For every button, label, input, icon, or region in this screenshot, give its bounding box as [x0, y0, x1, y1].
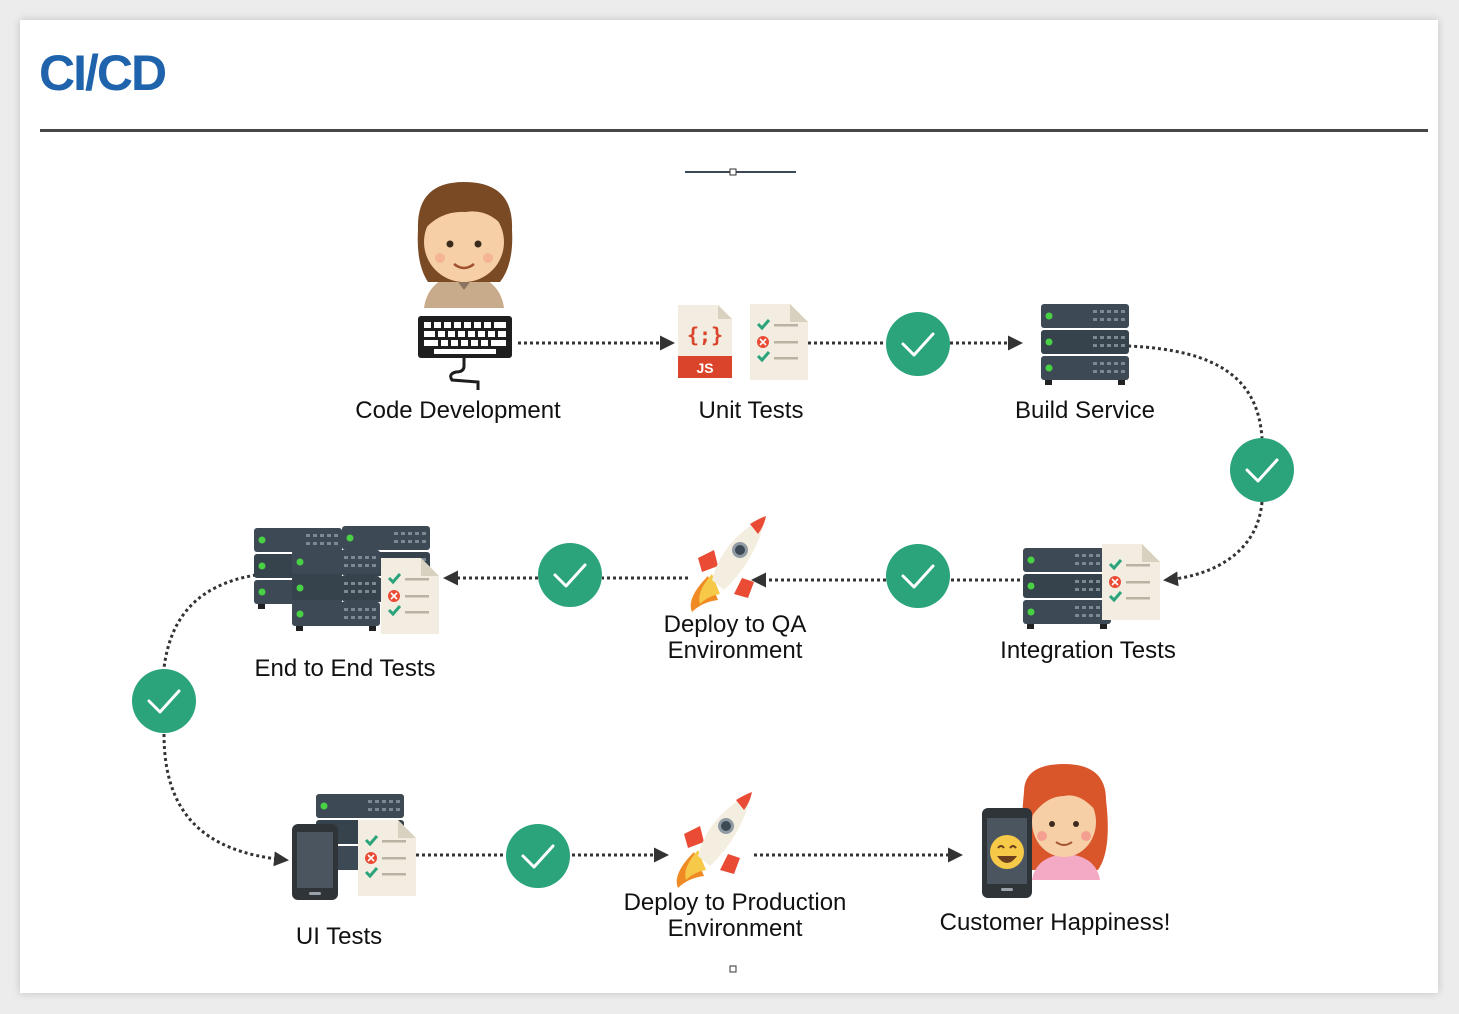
smartphone-icon-ui — [292, 824, 338, 900]
server-icon-build — [1041, 304, 1129, 385]
step-label-build-service: Build Service — [1015, 397, 1155, 424]
smartphone-emoji-icon — [982, 808, 1032, 898]
keyboard-icon — [418, 316, 512, 390]
server-icon-e2e-3 — [292, 550, 380, 631]
step-label-customer-happiness: Customer Happiness! — [940, 909, 1171, 936]
selection-handle-bottom — [729, 965, 737, 973]
selection-handle-top — [685, 168, 796, 176]
curve-check-to-integration — [1163, 501, 1264, 587]
check-circle-icon-5 — [130, 667, 198, 735]
js-file-icon: {;} JS — [678, 305, 732, 378]
step-label-ui-tests: UI Tests — [296, 923, 382, 950]
step-label-deploy-qa-line1: Deploy to QA — [664, 611, 807, 638]
check-circle-icon-4 — [536, 541, 604, 609]
curve-check-to-ui — [162, 733, 289, 867]
server-icon-integration — [1023, 548, 1111, 629]
title-divider — [40, 129, 1428, 132]
rocket-icon-qa — [690, 516, 766, 612]
test-checklist-icon-e2e — [379, 556, 441, 636]
slide: CI/CD — [20, 20, 1438, 993]
page-title: CI/CD — [39, 45, 167, 101]
customer-icon — [1022, 764, 1108, 880]
step-label-integration-tests: Integration Tests — [1000, 637, 1176, 664]
step-label-deploy-prod-line1: Deploy to Production — [624, 889, 847, 916]
step-label-unit-tests: Unit Tests — [699, 397, 804, 424]
step-label-code-development: Code Development — [355, 397, 561, 424]
test-checklist-icon-unit — [748, 302, 810, 382]
check-circle-icon-6 — [504, 822, 572, 890]
check-circle-icon-1 — [884, 310, 952, 378]
curve-build-to-check — [1127, 344, 1264, 439]
curve-e2e-to-check — [162, 573, 257, 669]
check-circle-icon-2 — [1228, 436, 1296, 504]
rocket-icon-production — [676, 792, 752, 888]
test-checklist-icon-integration — [1100, 542, 1162, 622]
step-label-deploy-qa-line2: Environment — [668, 637, 803, 664]
check-circle-icon-3 — [884, 542, 952, 610]
developer-icon — [417, 182, 513, 308]
flow-connectors — [162, 335, 1264, 867]
step-label-deploy-prod-line2: Environment — [668, 915, 803, 942]
js-file-label: JS — [696, 360, 713, 376]
js-file-braces: {;} — [687, 323, 723, 347]
test-checklist-icon-ui — [356, 818, 418, 898]
step-label-end-to-end-tests: End to End Tests — [254, 655, 435, 682]
cicd-pipeline-diagram: Code Development {;} JS Unit Tests Build… — [130, 168, 1296, 973]
